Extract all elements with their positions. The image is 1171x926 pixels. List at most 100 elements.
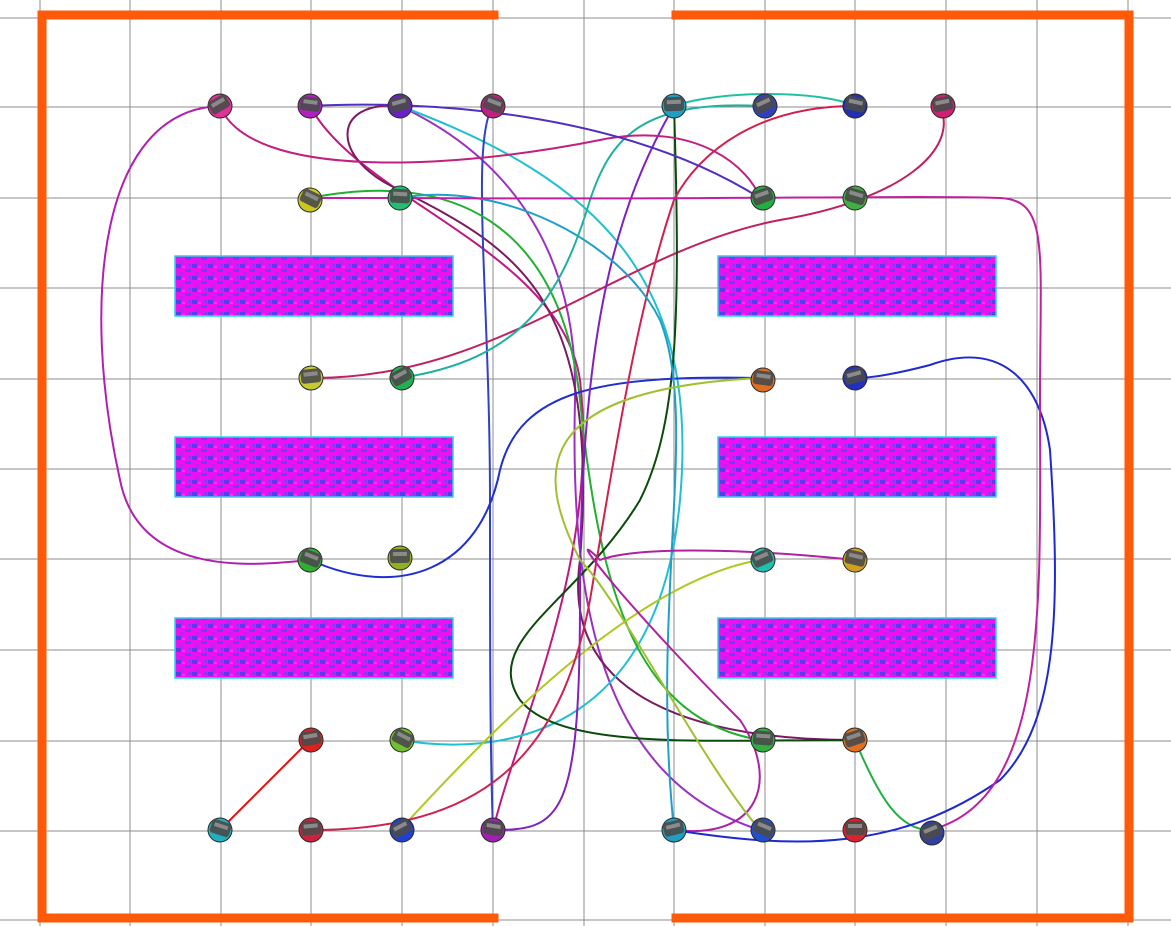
robot-body <box>300 820 322 836</box>
shelf-left-top <box>174 255 454 317</box>
robot-path <box>219 105 761 199</box>
robot-path <box>399 105 684 746</box>
robot <box>298 817 324 843</box>
wall-right-section <box>671 10 1134 923</box>
robot-path <box>673 356 1056 843</box>
robot-body <box>300 368 322 384</box>
walls <box>37 10 1134 923</box>
robot-path <box>219 739 311 831</box>
robot <box>387 185 413 211</box>
robot <box>661 93 687 119</box>
robot-sensor <box>392 369 408 380</box>
robot-sensor <box>210 97 226 108</box>
robot-sensor <box>303 823 318 829</box>
robot-sensor <box>934 98 950 106</box>
robot-sensor <box>303 99 318 105</box>
robot-body <box>753 94 776 114</box>
robot-sensor <box>848 552 864 560</box>
robot <box>919 820 945 846</box>
robot-body <box>207 94 231 115</box>
robot-path <box>854 739 931 831</box>
shelf-right-bottom <box>717 617 997 679</box>
robot <box>297 93 323 119</box>
robot-path <box>673 93 856 107</box>
robot <box>298 727 324 753</box>
robot-sensor <box>754 551 769 562</box>
robot-path <box>399 559 761 831</box>
robot-path <box>480 105 494 831</box>
robot-path <box>509 105 856 742</box>
robots <box>207 93 956 846</box>
wall-left-section <box>37 10 499 923</box>
robot <box>842 727 868 753</box>
robot-path <box>554 377 761 831</box>
robot-body <box>390 818 413 839</box>
robot-sensor <box>303 732 318 740</box>
robot-path <box>399 105 761 831</box>
robot <box>750 727 776 753</box>
robot-body <box>389 188 411 204</box>
robot-sensor <box>213 822 229 831</box>
robot-sensor <box>754 189 769 199</box>
robot <box>480 93 506 119</box>
robot-path <box>309 105 856 831</box>
robot-path <box>309 376 761 579</box>
robot <box>480 817 506 843</box>
shelf-left-bottom <box>174 617 454 679</box>
robot-sensor <box>666 99 681 105</box>
robot <box>842 365 868 391</box>
robot <box>297 547 323 573</box>
robot-sensor <box>486 822 501 830</box>
robot-body <box>389 548 411 564</box>
robot <box>661 817 687 843</box>
robot <box>842 93 868 119</box>
robot-sensor <box>848 190 864 199</box>
robot <box>842 817 868 843</box>
robot-body <box>663 96 685 112</box>
robot-sensor <box>396 731 411 742</box>
robot <box>387 93 413 119</box>
robot-sensor <box>757 821 772 831</box>
robot <box>389 727 415 753</box>
robot-body <box>389 366 413 387</box>
shelves <box>174 255 997 679</box>
robot <box>298 365 324 391</box>
robot <box>387 545 413 571</box>
robot <box>842 185 868 211</box>
robot-sensor <box>846 370 862 378</box>
robot-body <box>299 96 321 112</box>
robot-sensor <box>848 824 862 828</box>
robot-path <box>309 103 761 199</box>
robot-sensor <box>756 733 771 739</box>
shelf-right-top <box>717 255 997 317</box>
robot-sensor <box>391 98 407 107</box>
robot <box>750 817 776 843</box>
robot-sensor <box>756 97 771 108</box>
robot-path <box>492 105 675 831</box>
robot-path <box>309 105 945 380</box>
robot-sensor <box>487 97 502 107</box>
robot-sensor <box>392 551 407 557</box>
robot <box>207 93 233 119</box>
robot <box>389 817 415 843</box>
robot-sensor <box>665 822 681 830</box>
robot-body <box>752 730 774 746</box>
robot-sensor <box>303 371 318 377</box>
robot <box>842 547 868 573</box>
robot-sensor <box>393 191 408 197</box>
shelf-right-middle <box>717 436 997 498</box>
shelf-left-middle <box>174 436 454 498</box>
robot-sensor <box>393 821 408 832</box>
robot-sensor <box>848 98 864 106</box>
robot-path <box>310 196 1042 831</box>
robot <box>207 817 233 843</box>
robot-path <box>100 105 311 565</box>
robot-body <box>752 370 774 386</box>
robot <box>297 187 323 213</box>
robot <box>752 93 778 119</box>
robot-sensor <box>923 824 938 834</box>
robot-paths <box>100 93 1056 843</box>
robot-sensor <box>846 732 861 741</box>
robot-sensor <box>304 551 319 561</box>
